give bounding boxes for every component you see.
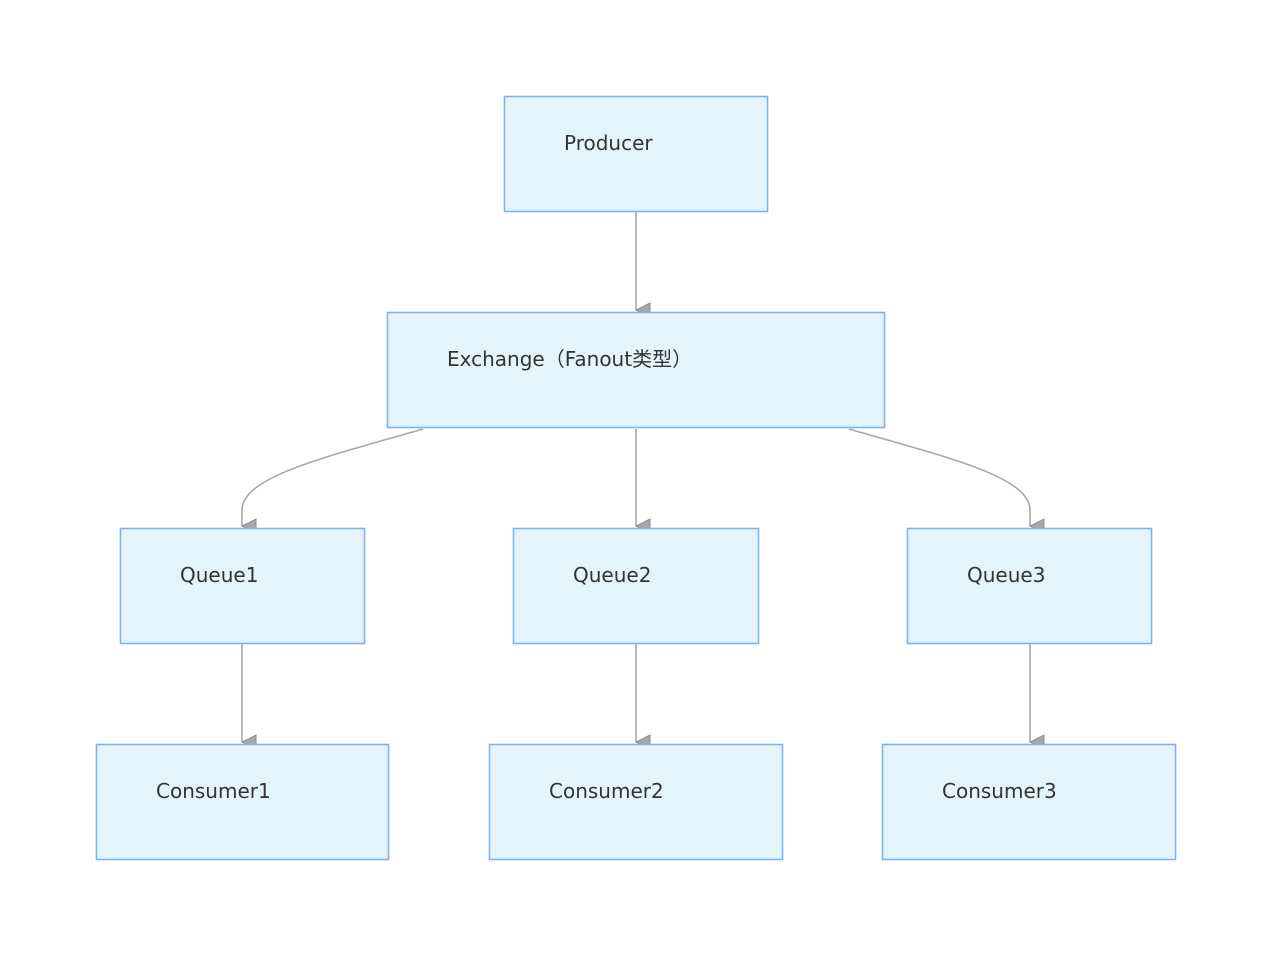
node-consumer3: Consumer3: [881, 743, 1177, 861]
node-consumer2: Consumer2: [488, 743, 784, 861]
node-producer-box: [503, 95, 769, 213]
node-producer: Producer: [503, 95, 769, 213]
node-queue1-box: [119, 527, 366, 645]
node-consumer1: Consumer1: [95, 743, 390, 861]
node-producer-label: Producer: [564, 131, 653, 155]
node-consumer3-box: [881, 743, 1177, 861]
node-consumer1-box: [95, 743, 390, 861]
node-queue3-label: Queue3: [967, 563, 1045, 587]
node-queue1-label: Queue1: [180, 563, 258, 587]
node-consumer3-label: Consumer3: [942, 779, 1057, 803]
node-queue3-box: [906, 527, 1153, 645]
node-consumer2-box: [488, 743, 784, 861]
node-queue3: Queue3: [906, 527, 1153, 645]
edge-exchange-queue3: [848, 428, 1030, 526]
edges: [242, 212, 1030, 742]
edge-exchange-queue1: [242, 428, 424, 526]
node-exchange-label: Exchange（Fanout类型）: [447, 347, 692, 371]
node-queue2-label: Queue2: [573, 563, 651, 587]
node-queue2: Queue2: [512, 527, 760, 645]
node-queue1: Queue1: [119, 527, 366, 645]
node-exchange-box: [386, 311, 886, 429]
node-consumer2-label: Consumer2: [549, 779, 664, 803]
node-exchange: Exchange（Fanout类型）: [386, 311, 886, 429]
node-consumer1-label: Consumer1: [156, 779, 271, 803]
node-queue2-box: [512, 527, 760, 645]
